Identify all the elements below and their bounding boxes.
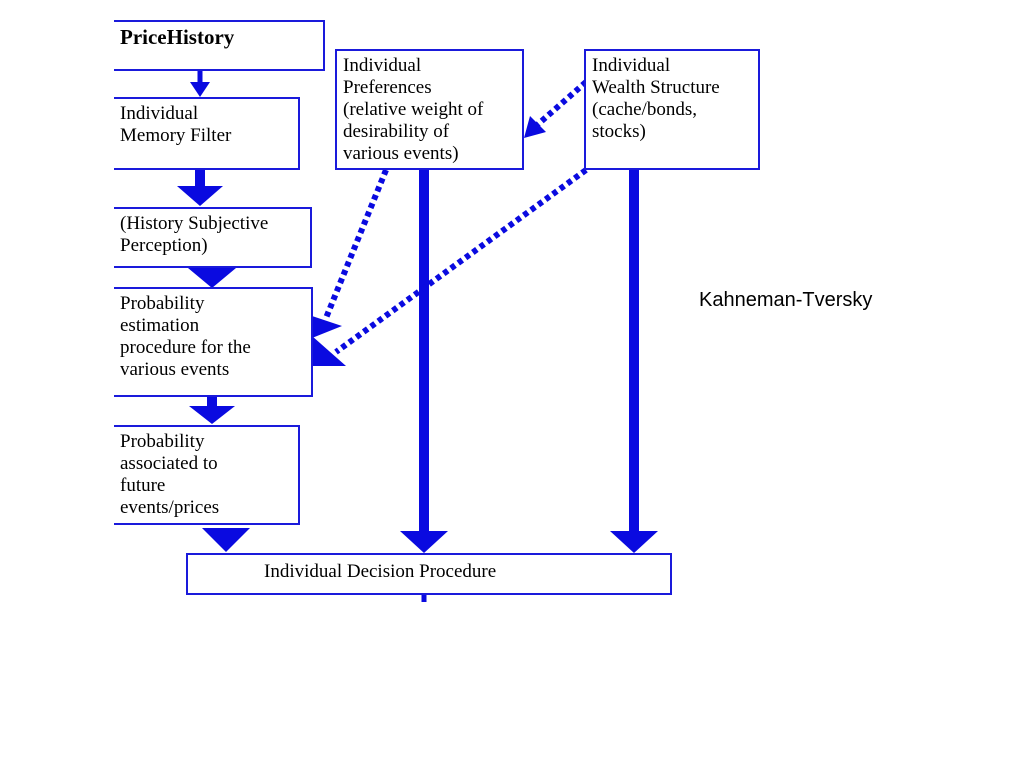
dotted-arrow-wealth-to-estimation bbox=[312, 167, 588, 366]
arrow-pricehistory-to-memory bbox=[190, 71, 210, 97]
kahneman-tversky-label: Kahneman-Tversky bbox=[699, 289, 873, 311]
box-individual-preferences: Individual Preferences (relative weight … bbox=[335, 49, 524, 170]
arrow-preferences-to-decision bbox=[400, 170, 448, 553]
box-wealth-structure: Individual Wealth Structure (cache/bonds… bbox=[584, 49, 760, 170]
arrow-perception-to-estimation bbox=[188, 268, 236, 288]
box-history-perception: (History Subjective Perception) bbox=[114, 207, 312, 268]
arrow-estimation-to-probability bbox=[189, 397, 235, 424]
box-probability-future: Probability associated to future events/… bbox=[114, 425, 300, 525]
box-probability-estimation: Probability estimation procedure for the… bbox=[114, 287, 313, 397]
arrow-memory-to-perception bbox=[177, 170, 223, 206]
arrow-probability-to-decision bbox=[202, 528, 250, 552]
arrow-wealth-to-decision bbox=[610, 170, 658, 553]
box-memory-filter: Individual Memory Filter bbox=[114, 97, 300, 170]
dotted-arrow-wealth-to-preferences bbox=[524, 79, 588, 138]
box-price-history: PriceHistory bbox=[114, 20, 325, 71]
box-decision-procedure: Individual Decision Procedure bbox=[186, 553, 672, 595]
